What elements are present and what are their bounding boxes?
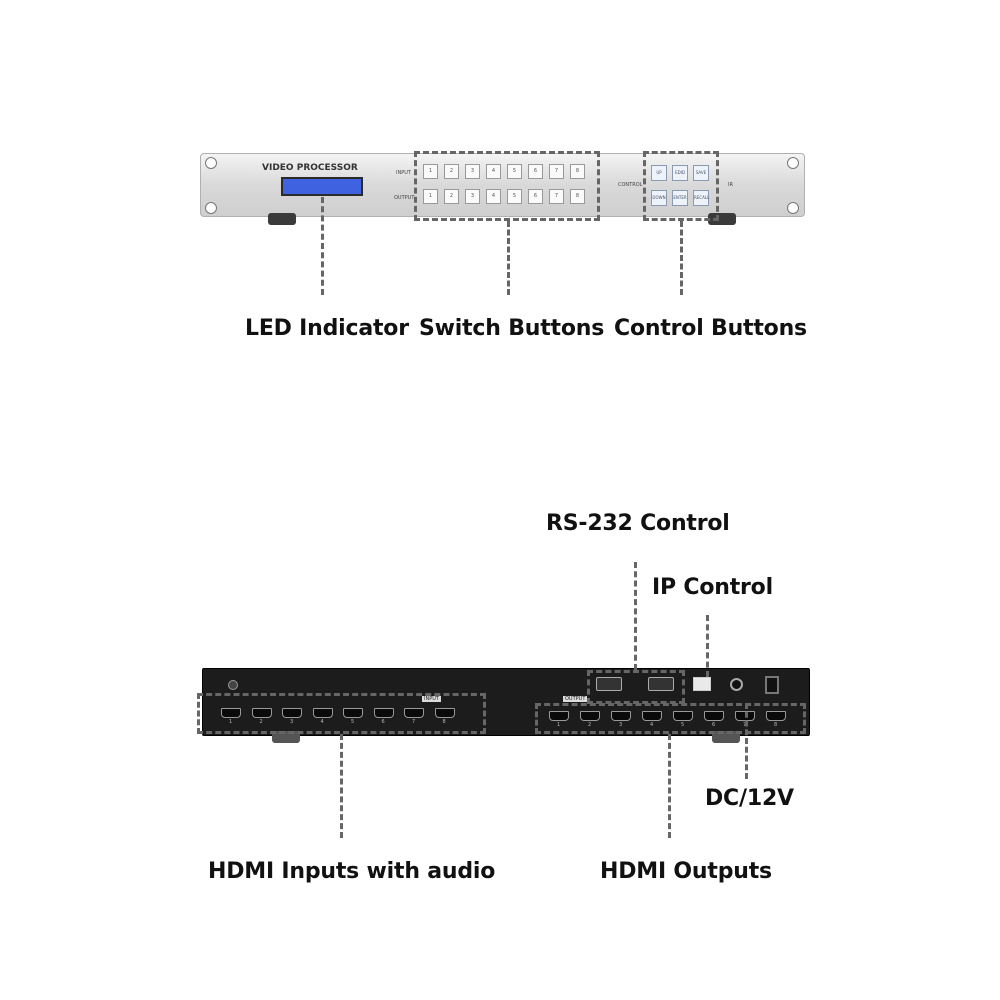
hdmi-output-port-number: 1 [557,722,561,728]
led-indicator-callout: LED Indicator [245,316,409,341]
hdmi-input-port-icon [251,708,272,718]
hdmi-input-port-icon [404,708,424,718]
switch-buttons-leader [507,221,510,295]
hdmi-input-port-number: 2 [259,719,263,725]
hdmi-inputs-leader [340,734,343,838]
input-switch-button[interactable]: 1 [423,164,438,179]
power-switch-icon[interactable] [765,676,779,694]
output-switch-button[interactable]: 6 [528,189,543,204]
hdmi-outputs-highlight [535,703,806,734]
hdmi-output-port-number: 6 [712,722,716,728]
hdmi-input-port-number: 3 [290,719,294,725]
hdmi-input-port-number: 8 [442,719,446,725]
input-row-label: INPUT [396,170,411,176]
input-switch-button[interactable]: 8 [570,164,585,179]
control-button[interactable]: SAVE [693,165,709,181]
output-switch-button[interactable]: 4 [486,189,501,204]
hdmi-output-port-icon [549,711,569,721]
hdmi-input-port-icon [221,708,241,718]
hdmi-output-port-number: 4 [650,722,654,728]
output-tag: OUTPUT [563,696,588,702]
switch-buttons-highlight [414,151,600,221]
dc-jack-icon [730,678,743,691]
hdmi-input-port-number: 6 [381,719,385,725]
hdmi-outputs-leader [668,734,671,838]
hdmi-output-port-icon [580,711,600,721]
input-switch-button[interactable]: 7 [549,164,564,179]
input-switch-button[interactable]: 4 [486,164,501,179]
ip-control-leader [706,615,709,677]
hdmi-inputs-callout: HDMI Inputs with audio [208,859,496,884]
control-button[interactable]: DOWN [651,190,667,206]
hdmi-outputs-callout: HDMI Outputs [600,859,772,884]
hdmi-input-port-number: 7 [412,719,416,725]
input-switch-button[interactable]: 6 [528,164,543,179]
hdmi-output-port-number: 2 [588,722,592,728]
hdmi-output-port-number: 5 [681,722,685,728]
control-buttons-leader [680,221,683,295]
rack-ear-hole [205,157,217,169]
hdmi-output-port-number: 3 [619,722,623,728]
lcd-display [281,177,363,196]
output-switch-button[interactable]: 8 [570,189,585,204]
hdmi-input-port-icon [434,708,455,718]
hdmi-input-port-number: 5 [351,719,355,725]
rs232-leader [634,562,637,670]
device-foot [268,213,296,225]
control-buttons-highlight [643,151,719,221]
dc-12v-leader [745,703,748,779]
device-foot [272,731,300,743]
hdmi-output-port-icon [611,711,631,721]
ground-screw-icon [228,680,238,690]
input-tag: INPUT [422,696,441,702]
output-switch-button[interactable]: 3 [465,189,480,204]
input-switch-button[interactable]: 5 [507,164,522,179]
control-button[interactable]: RECALL [693,190,709,206]
hdmi-output-port-icon [766,711,786,721]
hdmi-input-port-number: 1 [229,719,233,725]
output-switch-button[interactable]: 1 [423,189,438,204]
hdmi-output-port-icon [642,711,662,721]
device-foot [712,731,740,743]
rack-ear-hole [787,202,799,214]
lan-port-icon [693,677,711,691]
control-buttons-callout: Control Buttons [614,316,807,341]
hdmi-output-port-icon [704,711,724,721]
input-switch-button[interactable]: 3 [465,164,480,179]
rs232-highlight [587,670,685,704]
hdmi-input-port-icon [343,708,363,718]
dc-12v-callout: DC/12V [705,786,794,811]
rs232-control-callout: RS-232 Control [546,511,730,536]
ir-label: IR [728,182,733,188]
rs232-port-icon [596,677,622,691]
ip-control-callout: IP Control [652,575,773,600]
rs232-port-icon [648,677,674,691]
device-foot [708,213,736,225]
rear-panel-chassis [202,668,810,736]
hdmi-output-port-icon [673,711,693,721]
hdmi-inputs-highlight [197,693,486,734]
control-button[interactable]: ENTER [672,190,688,206]
rack-ear-hole [205,202,217,214]
control-label: CONTROL [618,182,643,188]
output-switch-button[interactable]: 5 [507,189,522,204]
control-button[interactable]: EDID [672,165,688,181]
hdmi-output-port-number: 8 [774,722,778,728]
hdmi-input-port-icon [373,708,394,718]
control-button[interactable]: UP [651,165,667,181]
input-switch-button[interactable]: 2 [444,164,459,179]
hdmi-input-port-icon [312,708,333,718]
output-switch-button[interactable]: 7 [549,189,564,204]
output-row-label: OUTPUT [394,195,415,201]
rack-ear-hole [787,157,799,169]
led-indicator-leader [321,197,324,295]
hdmi-input-port-number: 4 [320,719,324,725]
model-label: VIDEO PROCESSOR [262,163,358,173]
hdmi-output-port-number: 7 [743,722,747,728]
hdmi-input-port-icon [282,708,302,718]
output-switch-button[interactable]: 2 [444,189,459,204]
switch-buttons-callout: Switch Buttons [419,316,605,341]
